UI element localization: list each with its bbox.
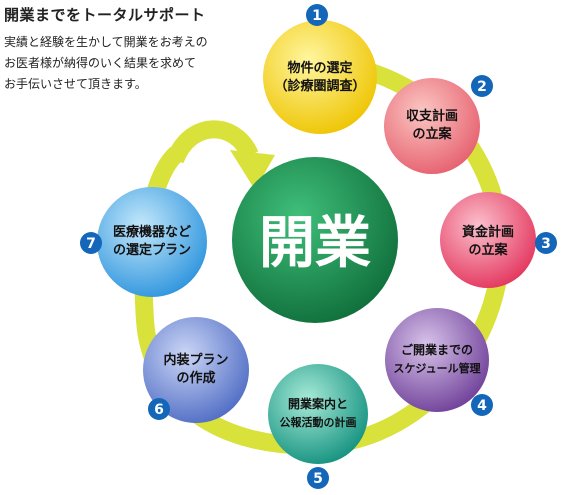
step-label-7a: 医療機器など (113, 224, 191, 240)
step-circle-1 (263, 20, 377, 134)
step-node-2: 収支計画 の立案 2 (384, 75, 493, 174)
step-label-7b: の選定プラン (113, 242, 191, 258)
page-title: 開業までをトータルサポート (4, 6, 206, 24)
step-number-7: 7 (86, 236, 96, 252)
step-badge-6 (148, 398, 170, 420)
center-circle (232, 157, 398, 323)
intro-description: 実績と経験を生かして開業をお考えの お医者様が納得のいく結果を求めて お手伝いさ… (4, 32, 254, 95)
step-node-3: 資金計画 の立案 3 (440, 192, 557, 288)
step-label-2a: 収支計画 (406, 108, 458, 124)
step-label-6a: 内装プラン (163, 352, 228, 368)
step-badge-4 (471, 394, 493, 416)
step-circle-5 (268, 364, 368, 464)
step-circle-3 (440, 192, 536, 288)
step-badge-3 (535, 232, 557, 254)
step-circle-4 (385, 308, 489, 412)
step-number-6: 6 (154, 402, 164, 418)
step-circle-7 (97, 187, 207, 297)
step-number-3: 3 (541, 236, 551, 252)
step-label-1b: （診療圏調査） (274, 78, 365, 94)
step-label-3b: の立案 (468, 242, 508, 258)
step-node-5: 開業案内と 公報活動の計画 5 (268, 364, 368, 489)
step-label-4a: ご開業までの (401, 342, 473, 357)
step-number-5: 5 (313, 471, 323, 487)
step-badge-7 (80, 232, 102, 254)
intro-line-3: お手伝いさせて頂きます。 (4, 77, 147, 91)
step-number-2: 2 (477, 79, 487, 95)
step-label-6b: の作成 (176, 370, 215, 386)
step-label-3a: 資金計画 (462, 224, 514, 240)
step-label-2b: の立案 (412, 126, 452, 142)
step-node-1: 物件の選定 （診療圏調査） 1 (263, 4, 377, 134)
step-number-1: 1 (312, 8, 322, 24)
step-node-4: ご開業までの スケジュール管理 4 (385, 308, 493, 416)
cycle-arrow-head (230, 150, 275, 190)
step-number-4: 4 (477, 398, 487, 414)
step-label-5a: 開業案内と (288, 396, 348, 411)
intro-line-1: 実績と経験を生かして開業をお考えの (4, 35, 208, 49)
step-badge-5 (307, 467, 329, 489)
step-badge-2 (471, 75, 493, 97)
step-label-5b: 公報活動の計画 (280, 415, 357, 429)
step-circle-6 (143, 317, 249, 423)
step-label-4b: スケジュール管理 (393, 361, 480, 375)
step-node-7: 医療機器など の選定プラン 7 (80, 187, 207, 297)
step-node-6: 内装プラン の作成 6 (143, 317, 249, 423)
intro-line-2: お医者様が納得のいく結果を求めて (4, 56, 197, 70)
step-circle-2 (384, 78, 480, 174)
center-label: 開業 (259, 211, 371, 276)
cycle-arrow-shaft (166, 120, 259, 164)
step-badge-1 (306, 4, 328, 26)
step-label-1a: 物件の選定 (287, 60, 352, 76)
